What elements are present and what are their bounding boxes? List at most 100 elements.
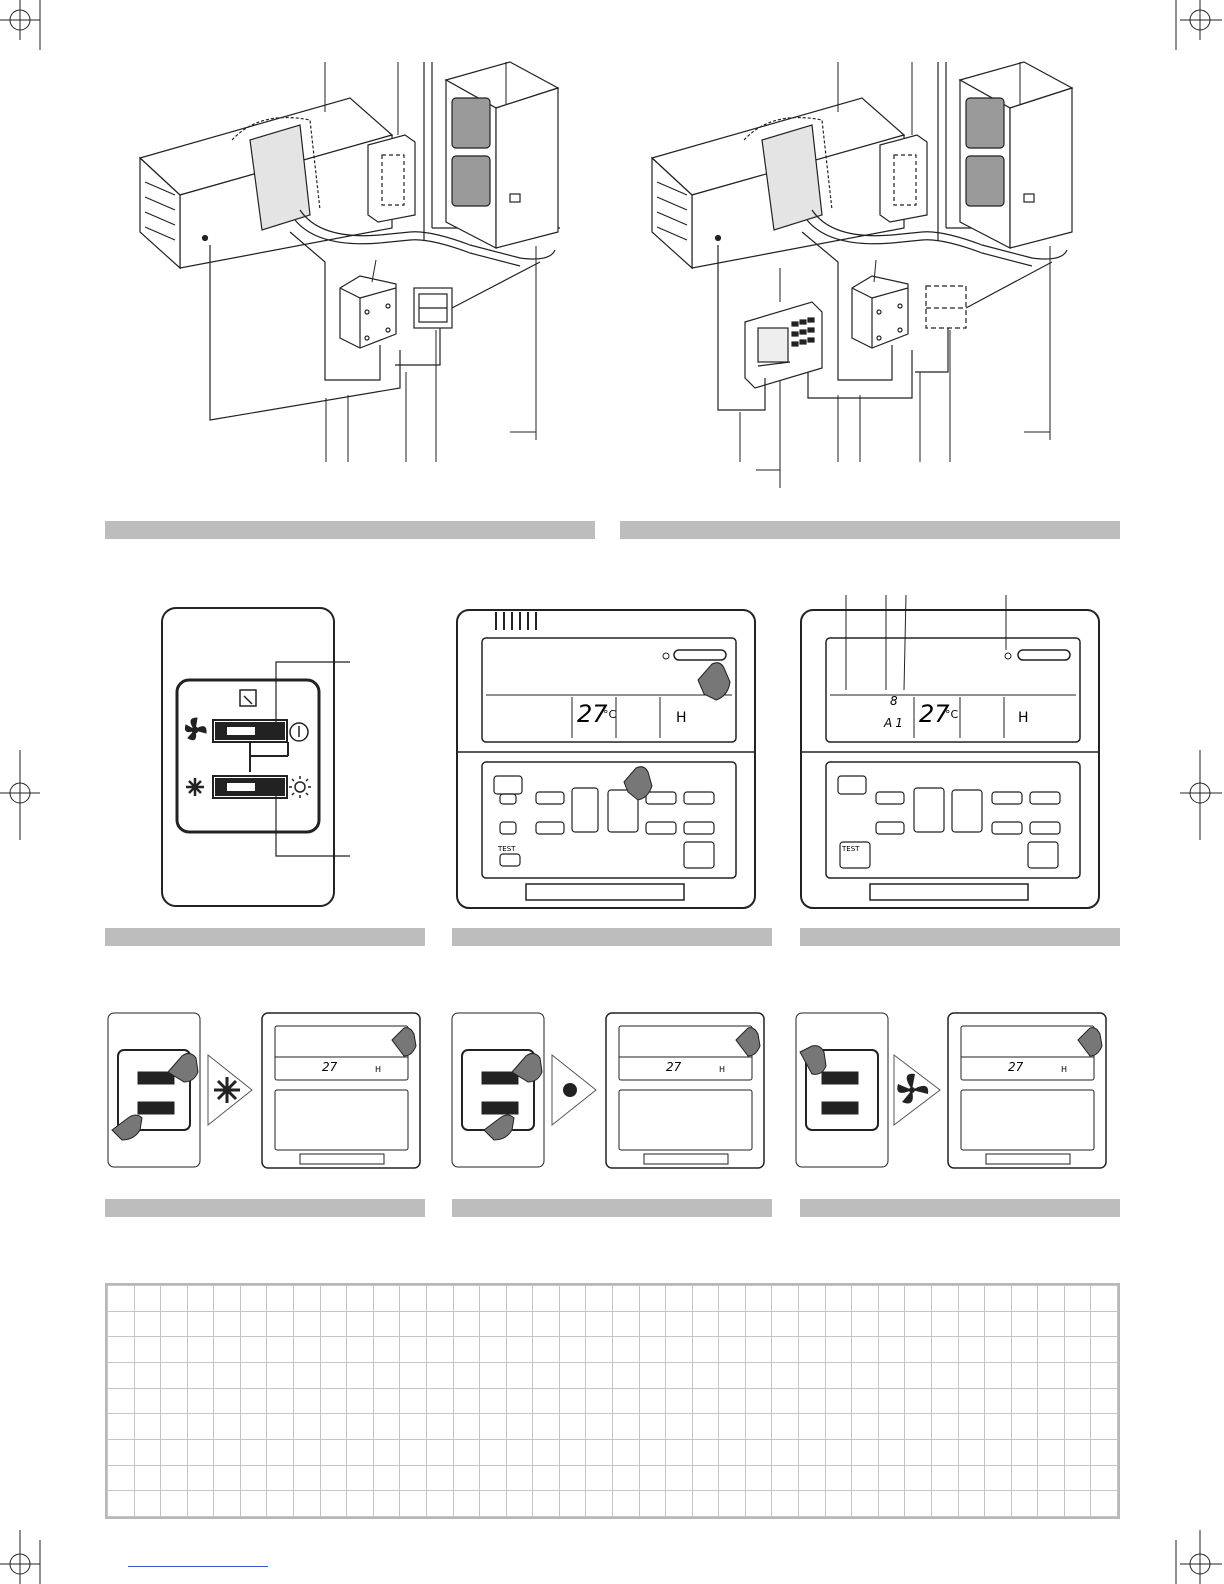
grid-cell — [930, 1490, 959, 1517]
grid-cell — [372, 1336, 401, 1363]
grid-cell — [957, 1361, 986, 1389]
grid-cell — [452, 1438, 481, 1466]
grid-cell — [771, 1387, 800, 1415]
grid-cell — [930, 1413, 959, 1440]
lcd-fan-speed-fig4: H — [676, 710, 687, 726]
grid-cell — [1010, 1285, 1039, 1312]
section-bar-fig1 — [105, 521, 595, 539]
grid-cell — [718, 1438, 746, 1466]
grid-cell — [957, 1464, 986, 1492]
grid-cell — [665, 1438, 693, 1466]
grid-cell — [798, 1285, 826, 1312]
grid-cell — [984, 1310, 1012, 1338]
grid-cell — [718, 1285, 746, 1312]
grid-cell — [372, 1310, 401, 1338]
grid-cell — [558, 1310, 587, 1338]
mini-lcd-fan-cool: H — [375, 1065, 382, 1074]
grid-cell — [133, 1490, 162, 1517]
grid-cell — [1010, 1490, 1039, 1517]
grid-cell — [877, 1361, 906, 1389]
mini-lcd-fan-heat: H — [719, 1065, 726, 1074]
grid-cell — [691, 1387, 720, 1415]
grid-cell — [532, 1310, 560, 1338]
grid-cell — [877, 1438, 906, 1466]
grid-cell — [319, 1361, 348, 1389]
grid-cell — [425, 1387, 454, 1415]
grid-cell — [213, 1361, 241, 1389]
grid-cell — [239, 1310, 268, 1338]
grid-cell — [532, 1336, 560, 1363]
grid-cell — [213, 1387, 241, 1415]
grid-cell — [213, 1490, 241, 1517]
grid-cell — [771, 1413, 800, 1440]
section-bar-fig2 — [620, 521, 1120, 539]
grid-cell — [425, 1285, 454, 1312]
registration-mark-mid-right — [1180, 750, 1222, 840]
grid-cell — [1063, 1285, 1092, 1312]
sun-icon — [289, 776, 311, 798]
grid-cell — [239, 1361, 268, 1389]
grid-cell — [452, 1490, 481, 1517]
grid-cell — [266, 1336, 295, 1363]
grid-cell — [877, 1336, 906, 1363]
grid-cell — [851, 1413, 879, 1440]
grid-cell — [1090, 1361, 1118, 1389]
grid-cell — [585, 1361, 613, 1389]
grid-cell — [239, 1438, 268, 1466]
grid-cell — [133, 1438, 162, 1466]
grid-cell — [984, 1387, 1012, 1415]
grid-cell — [718, 1310, 746, 1338]
grid-cell — [107, 1413, 135, 1440]
grid-cell — [133, 1285, 162, 1312]
grid-cell — [1063, 1438, 1092, 1466]
grid-cell — [107, 1336, 135, 1363]
grid-cell — [479, 1310, 507, 1338]
grid-cell — [399, 1285, 427, 1312]
arrow-snowflake — [207, 1053, 253, 1127]
grid-cell — [346, 1438, 374, 1466]
grid-cell — [665, 1387, 693, 1415]
grid-cell — [399, 1310, 427, 1338]
grid-cell — [558, 1336, 587, 1363]
grid-cell — [798, 1387, 826, 1415]
grid-cell — [1090, 1387, 1118, 1415]
grid-cell — [186, 1413, 215, 1440]
grid-cell — [186, 1361, 215, 1389]
grid-cell — [611, 1464, 640, 1492]
grid-cell — [346, 1464, 374, 1492]
grid-cell — [877, 1490, 906, 1517]
grid-cell — [107, 1387, 135, 1415]
grid-cell — [930, 1387, 959, 1415]
grid-cell — [984, 1336, 1012, 1363]
grid-cell — [319, 1490, 348, 1517]
grid-cell — [452, 1310, 481, 1338]
grid-cell — [107, 1464, 135, 1492]
grid-cell — [638, 1464, 667, 1492]
switch-lower — [212, 775, 288, 799]
grid-cell — [505, 1285, 534, 1312]
grid-cell — [1037, 1413, 1065, 1440]
grid-cell — [319, 1413, 348, 1440]
thermostat-icon-top — [239, 689, 257, 707]
grid-cell — [798, 1336, 826, 1363]
grid-cell — [532, 1413, 560, 1440]
grid-cell — [904, 1464, 932, 1492]
grid-cell — [160, 1361, 188, 1389]
grid-cell — [824, 1438, 853, 1466]
optional-device-dashed — [925, 285, 967, 329]
grid-cell — [425, 1413, 454, 1440]
grid-cell — [930, 1438, 959, 1466]
grid-cell — [691, 1310, 720, 1338]
grid-cell — [744, 1336, 773, 1363]
grid-cell — [1090, 1336, 1118, 1363]
grid-cell — [160, 1464, 188, 1492]
grid-cell — [957, 1336, 986, 1363]
grid-cell — [213, 1336, 241, 1363]
grid-cell — [665, 1490, 693, 1517]
grid-cell — [1037, 1438, 1065, 1466]
grid-cell — [399, 1387, 427, 1415]
grid-cell — [771, 1438, 800, 1466]
switch-upper — [212, 719, 288, 743]
grid-cell — [665, 1310, 693, 1338]
grid-cell — [851, 1438, 879, 1466]
